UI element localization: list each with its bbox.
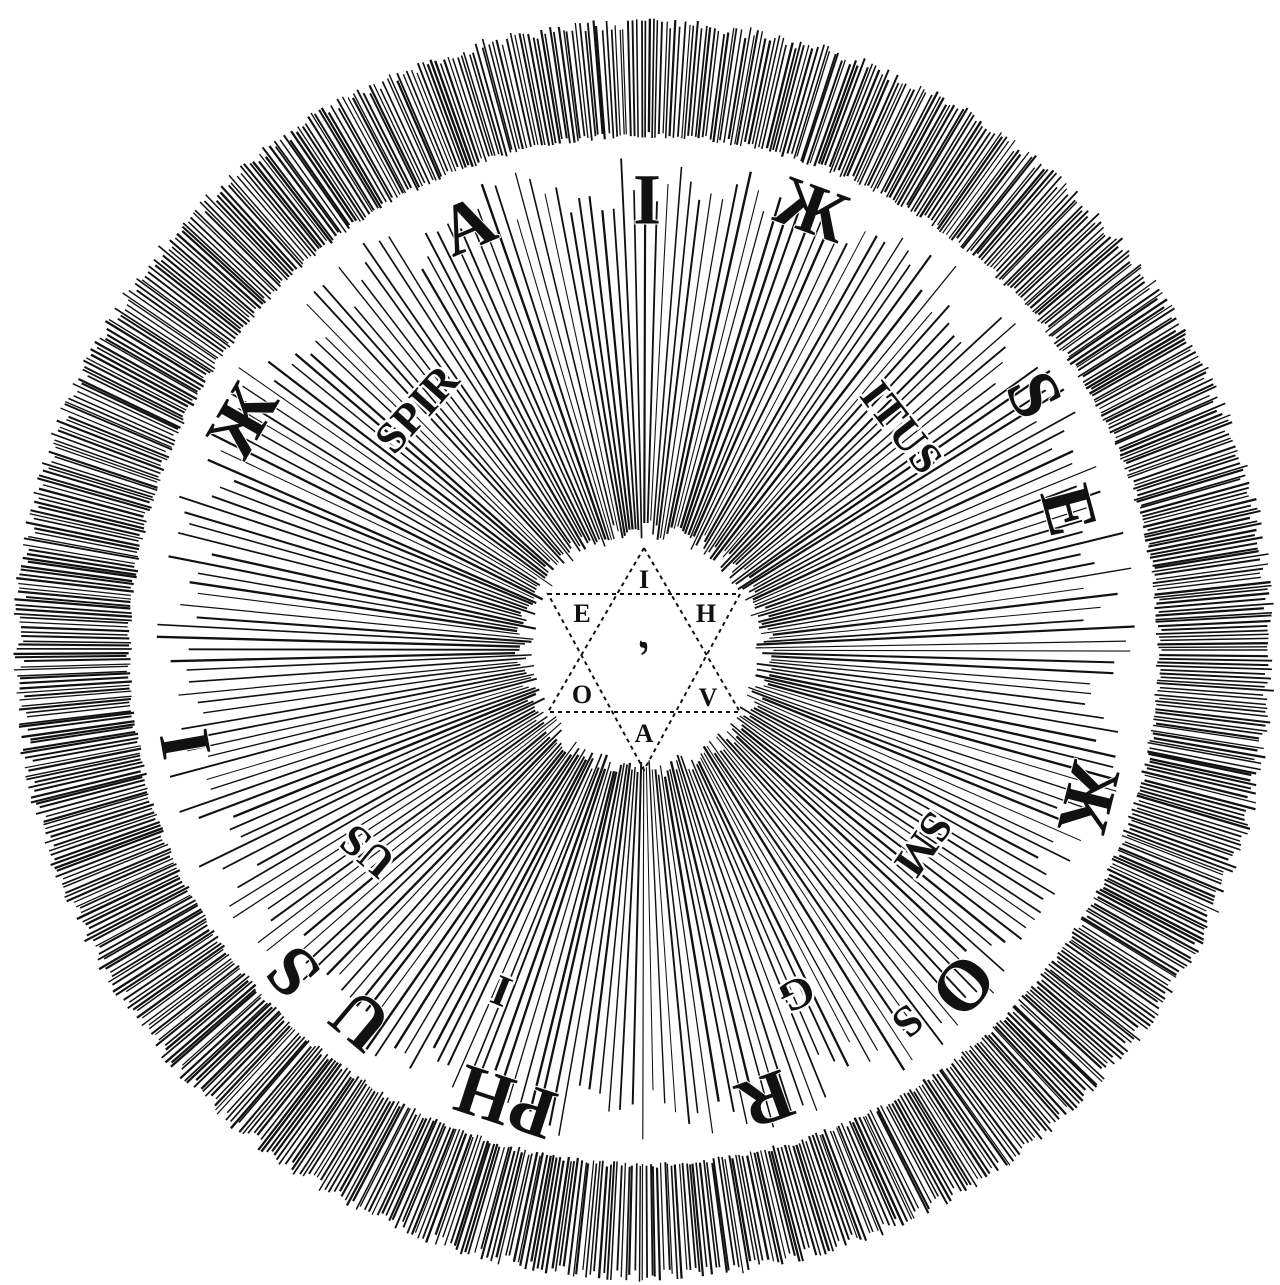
outer-hatch-stroke [847,1126,889,1225]
outer-hatch-stroke [475,1147,505,1253]
hexagram-letter-v: V [699,683,718,712]
outer-hatch-stroke [640,1166,641,1282]
outer-hatch-stroke [18,644,129,645]
outer-hatch-stroke [14,653,129,654]
outer-hatch-stroke [1159,655,1268,656]
hexagram-center-yod: י [639,627,650,674]
hexagram-letter-o: O [572,680,592,709]
outer-hatch-stroke [1158,621,1271,626]
outer-hatch-stroke [534,38,553,146]
hexagram-letter-a: A [635,719,654,748]
outer-hatch-stroke [1159,647,1268,648]
outer-hatch-stroke [23,641,131,643]
outer-hatch-stroke [773,42,801,150]
outer-hatch-stroke [576,1163,588,1274]
outer-hatch-stroke [633,20,635,136]
hexagram-letter-i: I [639,565,649,594]
outer-hatch-stroke [657,1168,660,1281]
outer-hatch-stroke [628,21,631,136]
outer-hatch-stroke [21,627,129,631]
outer-hatch-stroke [617,1166,622,1271]
outer-hatch-stroke [1159,659,1272,661]
outer-hatch-stroke [108,921,206,982]
outer-hatch-stroke [1156,631,1268,635]
hexagram-letter-h: H [696,599,716,628]
outer-hatch-stroke [1156,666,1272,670]
outer-hatch-stroke [1159,634,1269,637]
outer-hatch-stroke [397,81,440,180]
outer-hatch-stroke [1160,638,1268,640]
outer-hatch-stroke [814,64,850,166]
outer-hatch-stroke [594,20,603,133]
outer-hatch-stroke [1153,569,1263,584]
outer-hatch-stroke [917,121,977,216]
outer-hatch-stroke [69,417,170,458]
outer-hatch-stroke [483,39,512,150]
outer-hatch-stroke [1154,599,1265,608]
outer-hatch-stroke [635,1163,637,1270]
outer-letter-1: I [633,160,661,240]
outer-hatch-stroke [649,19,650,132]
outer-hatch-stroke [655,20,658,138]
outer-hatch-stroke [24,659,131,661]
outer-hatch-stroke [652,19,654,138]
outer-hatch-stroke [1140,483,1249,513]
outer-hatch-stroke [1161,626,1267,630]
outer-hatch-stroke [15,656,126,657]
outer-hatch-stroke [1115,397,1217,442]
outer-hatch-stroke [106,911,203,969]
outer-hatch-stroke [1120,415,1230,459]
outer-hatch-stroke [841,1123,883,1224]
outer-hatch-stroke [1157,662,1268,665]
outer-hatch-stroke [21,734,139,754]
outer-hatch-stroke [21,632,128,635]
outer-hatch-stroke [729,38,746,139]
outer-hatch-stroke [1157,643,1268,644]
outer-hatch-stroke [647,1166,648,1278]
outer-hatch-stroke [637,19,638,137]
hexagram-letter-e: E [573,599,590,628]
outer-hatch-stroke [56,447,158,482]
inner-ray-stroke [189,649,520,650]
outer-hatch-stroke [661,1163,665,1270]
outer-hatch-stroke [659,22,662,134]
outer-hatch-stroke [21,636,129,639]
outer-hatch-stroke [520,1153,543,1266]
